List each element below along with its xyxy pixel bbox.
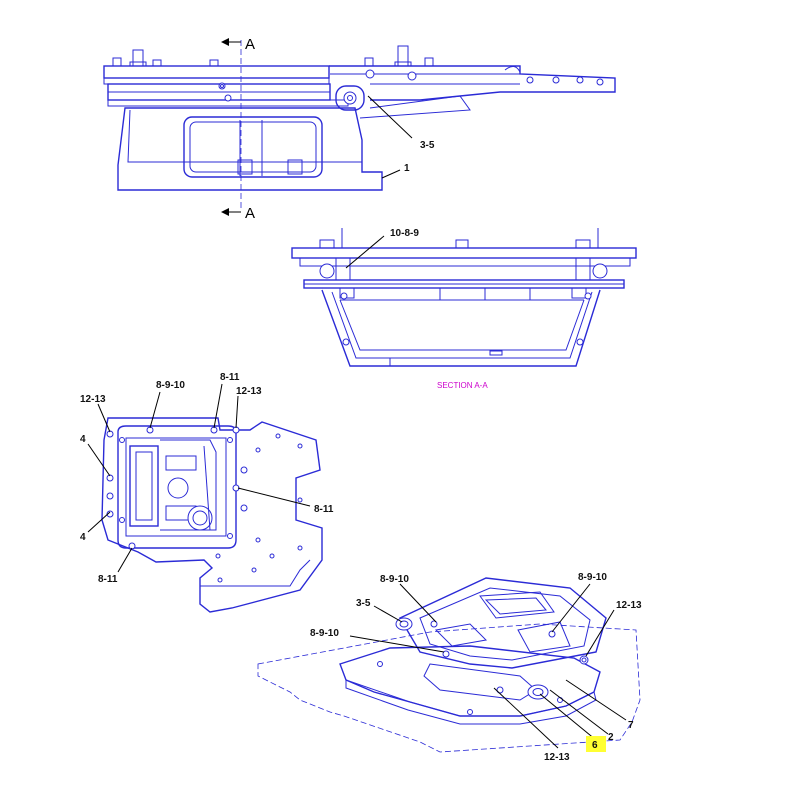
callout-12-13-plan-right: 12-13 (236, 386, 262, 397)
callout-12-13-iso-right: 12-13 (616, 600, 642, 611)
callout-12-13-iso-bottom: 12-13 (544, 752, 570, 763)
plan-view: 12-13 8-9-10 8-11 12-13 4 4 8-11 8-11 (80, 372, 334, 613)
section-caption: SECTION A-A (437, 381, 488, 390)
callout-6-highlight (586, 736, 606, 752)
section-view: 10-8-9 SECTION A-A (291, 228, 637, 390)
callout-7-iso: 7 (628, 720, 634, 731)
callout-4-plan-upper: 4 (80, 434, 86, 445)
callout-8-9-10-iso-a: 8-9-10 (380, 574, 409, 585)
callout-2-iso: 2 (608, 732, 614, 743)
side-view: A A 3-5 1 (103, 36, 616, 222)
callout-8-9-10-iso-c: 8-9-10 (310, 628, 339, 639)
callout-8-11-plan-top: 8-11 (220, 372, 240, 383)
callout-1-side: 1 (404, 163, 410, 174)
callout-8-11-plan-right: 8-11 (314, 504, 334, 515)
callout-4-plan-lower: 4 (80, 532, 86, 543)
section-letter-top: A (245, 36, 255, 53)
isometric-view: 8-9-10 8-9-10 3-5 12-13 8-9-10 7 2 6 12-… (257, 572, 642, 763)
callout-3-5-iso: 3-5 (356, 598, 371, 609)
section-letter-bottom: A (245, 205, 255, 222)
section-marker-top: A (221, 36, 255, 53)
callout-12-13-plan-top: 12-13 (80, 394, 106, 405)
callout-8-11-plan-bottom: 8-11 (98, 574, 118, 585)
callout-8-9-10-iso-b: 8-9-10 (578, 572, 607, 583)
callout-10-8-9: 10-8-9 (390, 228, 419, 239)
callout-6-iso: 6 (592, 740, 598, 751)
callout-3-5-side: 3-5 (420, 140, 435, 151)
section-marker-bottom: A (221, 205, 255, 222)
callout-8-9-10-plan: 8-9-10 (156, 380, 185, 391)
